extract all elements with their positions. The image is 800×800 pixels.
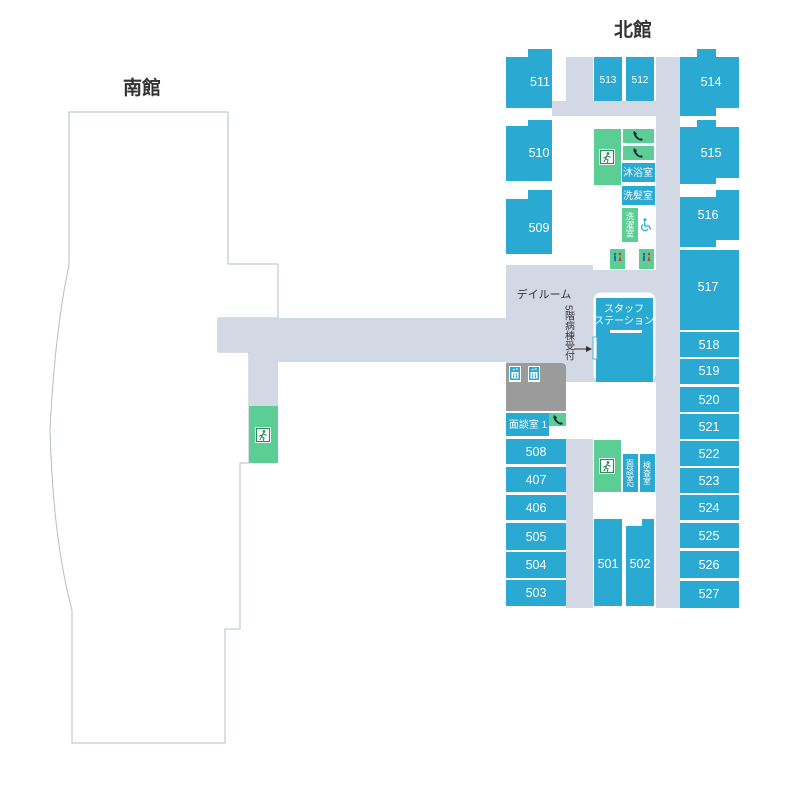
room-523[interactable] <box>680 468 739 493</box>
emergency-exit-icon <box>254 426 272 444</box>
room-label-508: 508 <box>526 445 547 459</box>
room-label-523: 523 <box>699 474 720 488</box>
room-522[interactable] <box>680 441 739 466</box>
room-509[interactable] <box>506 190 552 254</box>
room-label-511: 511 <box>530 75 550 89</box>
restroom-icon <box>642 252 651 262</box>
room-label-505: 505 <box>526 530 547 544</box>
room-504[interactable] <box>506 552 566 578</box>
arrow-head <box>586 346 592 352</box>
room-510[interactable] <box>506 120 552 181</box>
room-label-504: 504 <box>526 558 547 572</box>
room-524[interactable] <box>680 495 739 520</box>
room-407[interactable] <box>506 467 566 492</box>
room-517[interactable] <box>680 250 739 330</box>
room-label-512: 512 <box>632 75 649 86</box>
room-label-516: 516 <box>698 208 719 222</box>
room-527[interactable] <box>680 581 739 608</box>
south-building-title: 南館 <box>123 76 161 99</box>
room-label-527: 527 <box>699 587 720 601</box>
corridor-right-gap <box>656 116 680 270</box>
exam-room[interactable] <box>640 454 655 492</box>
ward-reception-label: 5階病棟受付 <box>563 305 575 361</box>
staff-station-label-1: スタッフ <box>604 303 644 315</box>
room-505[interactable] <box>506 523 566 550</box>
room-label-509: 509 <box>529 221 550 235</box>
room-520[interactable] <box>680 387 739 412</box>
elevator-icon <box>529 367 539 380</box>
reception-window <box>592 336 598 360</box>
room-label-515: 515 <box>701 146 722 160</box>
north-corridor-top <box>552 101 680 116</box>
dayroom-area <box>506 265 594 363</box>
dayroom-label: デイルーム <box>517 287 572 301</box>
room-label-517: 517 <box>698 280 719 294</box>
interview-room-2-label: 面談室2 <box>626 459 635 488</box>
room-label-501: 501 <box>598 557 619 571</box>
room-501[interactable] <box>594 519 622 606</box>
laundry-room[interactable] <box>622 208 638 242</box>
interview-room-2[interactable] <box>623 454 638 492</box>
room-513[interactable] <box>594 57 622 101</box>
staff-station-label-2: ステーション <box>594 316 654 327</box>
room-516[interactable] <box>680 190 739 247</box>
room-label-524: 524 <box>699 501 720 515</box>
staff-station[interactable] <box>596 298 653 382</box>
emergency-exit-icon <box>598 457 616 475</box>
restroom-1[interactable] <box>610 249 625 269</box>
phone-booth-2[interactable] <box>623 146 654 160</box>
room-526[interactable] <box>680 551 739 578</box>
hair-wash-room-label: 洗髪室 <box>623 189 653 202</box>
restroom-2[interactable] <box>639 249 654 269</box>
emergency-exit-icon <box>598 148 616 166</box>
room-label-521: 521 <box>699 420 720 434</box>
bath-room-label: 沐浴室 <box>623 166 653 179</box>
room-label-519: 519 <box>699 364 720 378</box>
phone-booth-south[interactable] <box>549 413 566 426</box>
room-label-520: 520 <box>699 393 720 407</box>
room-label-526: 526 <box>699 558 720 572</box>
room-508[interactable] <box>506 439 566 464</box>
room-525[interactable] <box>680 523 739 548</box>
restroom-icon <box>613 252 622 262</box>
room-label-513: 513 <box>600 75 617 86</box>
room-521[interactable] <box>680 414 739 439</box>
elevator-icon <box>510 367 520 380</box>
interview-room-1[interactable] <box>506 413 549 436</box>
wheelchair-icon <box>641 218 652 232</box>
room-514[interactable] <box>680 49 739 116</box>
north-building-title: 北館 <box>614 18 652 41</box>
hair-wash-room[interactable] <box>622 186 655 205</box>
room-515[interactable] <box>680 120 739 184</box>
room-502[interactable] <box>626 519 654 606</box>
bath-room[interactable] <box>622 163 655 182</box>
phone-booth-1[interactable] <box>623 129 654 143</box>
south-corridor <box>218 318 510 406</box>
room-label-518: 518 <box>699 338 720 352</box>
staff-station-counter <box>610 330 642 333</box>
exam-room-label: 検査室 <box>643 460 652 485</box>
room-label-522: 522 <box>699 447 720 461</box>
room-label-502: 502 <box>630 557 651 571</box>
room-label-510: 510 <box>529 146 550 160</box>
room-406[interactable] <box>506 495 566 520</box>
room-512[interactable] <box>626 57 654 101</box>
room-503[interactable] <box>506 580 566 606</box>
room-511[interactable] <box>506 49 552 108</box>
interview-room-1-label: 面談室 1 <box>509 418 548 431</box>
room-519[interactable] <box>680 359 739 384</box>
room-label-514: 514 <box>701 75 722 89</box>
room-label-503: 503 <box>526 586 547 600</box>
south-building-outline <box>49 111 279 744</box>
room-518[interactable] <box>680 332 739 357</box>
laundry-room-label: 洗濯室 <box>625 211 635 237</box>
room-label-525: 525 <box>699 529 720 543</box>
room-label-406: 406 <box>526 501 547 515</box>
room-label-407: 407 <box>526 473 547 487</box>
